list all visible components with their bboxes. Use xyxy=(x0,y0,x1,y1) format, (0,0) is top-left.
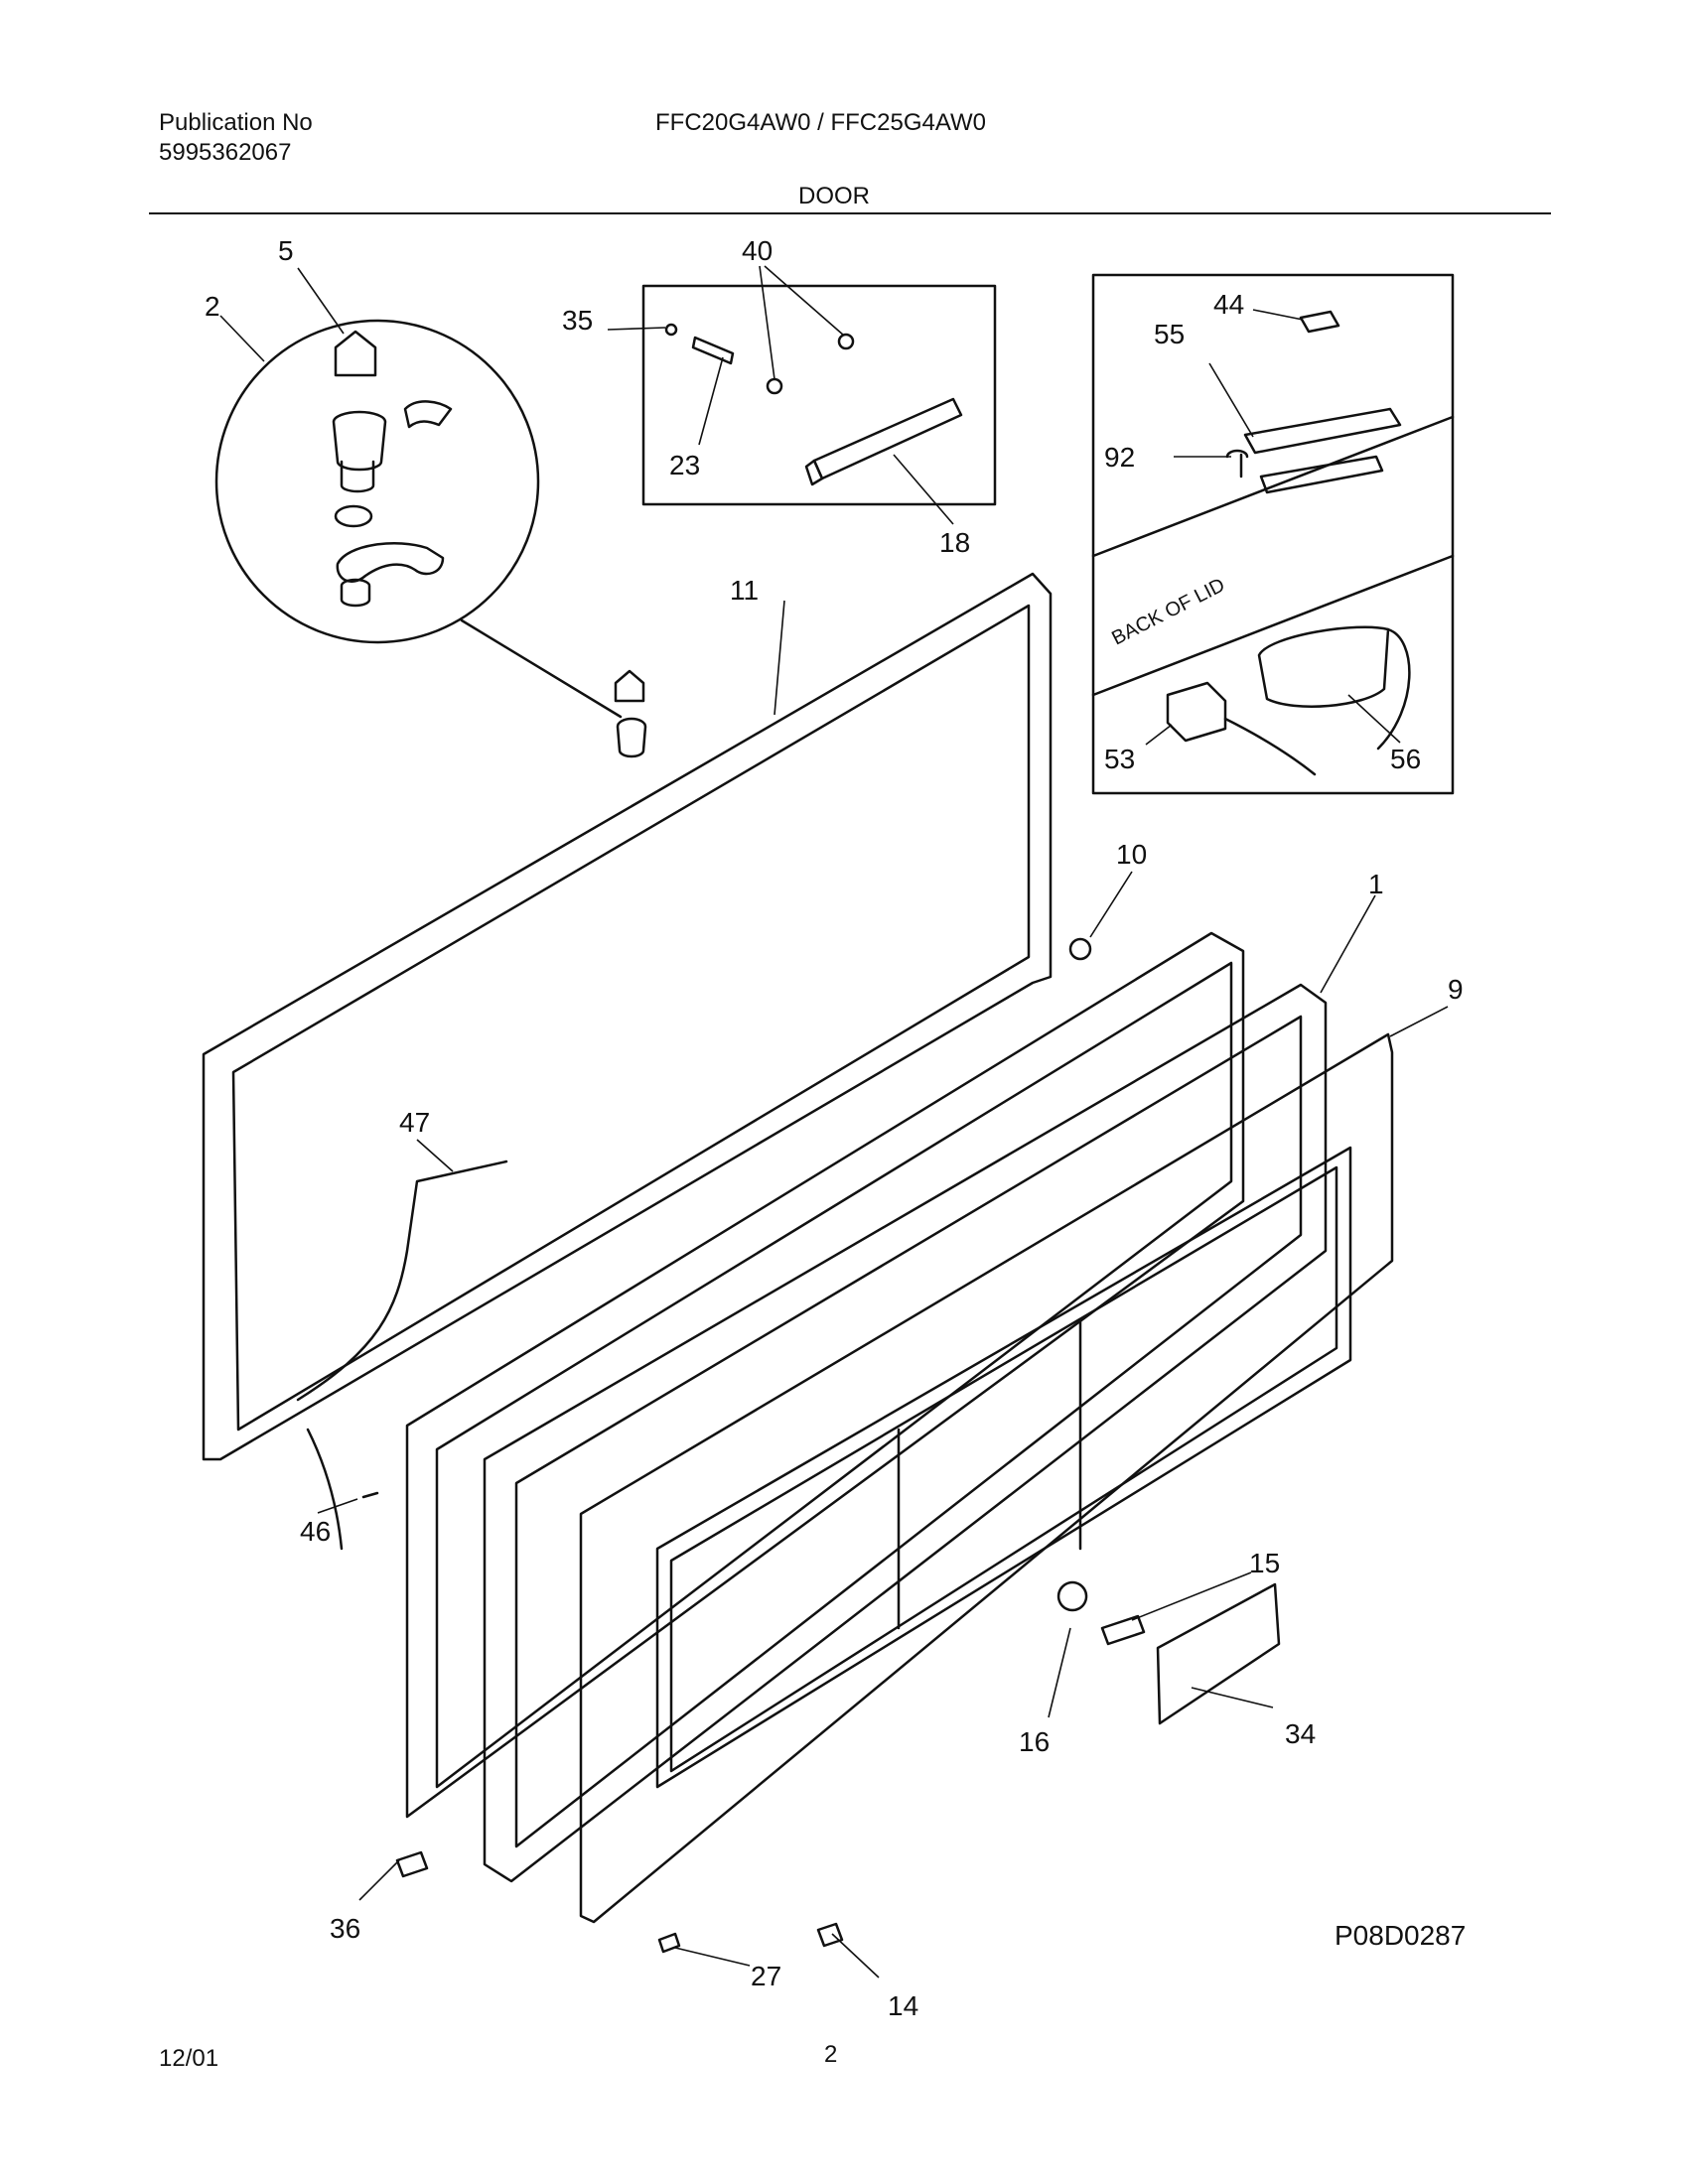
callout-27: 27 xyxy=(751,1961,781,1991)
callout-44: 44 xyxy=(1213,289,1244,320)
callout-40: 40 xyxy=(742,235,773,266)
callout-47: 47 xyxy=(399,1107,430,1138)
detail-link-line xyxy=(460,618,623,719)
callout-36: 36 xyxy=(330,1913,360,1944)
model-numbers: FFC20G4AW0 / FFC25G4AW0 xyxy=(655,109,986,136)
light-cover-34 xyxy=(1156,1582,1281,1725)
callout-11: 11 xyxy=(730,575,759,606)
callout-55: 55 xyxy=(1154,319,1185,349)
callout-53: 53 xyxy=(1104,744,1135,774)
inner-liner xyxy=(579,1032,1394,1924)
clip-36 xyxy=(395,1850,429,1878)
callout-numbers: 5 2 40 35 23 18 44 55 92 53 56 11 10 1 9… xyxy=(205,235,1464,2021)
callout-5: 5 xyxy=(278,235,294,266)
publication-label: Publication No xyxy=(159,109,313,136)
switch-16 xyxy=(1056,1580,1088,1612)
lock-key xyxy=(614,669,645,703)
leader-lines xyxy=(219,265,1449,1979)
door-panel xyxy=(405,931,1245,1819)
hinge-bumper xyxy=(1068,937,1092,961)
section-title: DOOR xyxy=(798,183,870,209)
lock-detail-circle xyxy=(214,319,540,644)
callout-18: 18 xyxy=(939,527,970,558)
callout-35: 35 xyxy=(562,305,593,336)
handle-inset xyxy=(641,284,997,506)
latch-14 xyxy=(816,1922,844,1948)
screw xyxy=(361,1491,379,1499)
callout-9: 9 xyxy=(1448,974,1464,1005)
wire-harness xyxy=(296,1160,508,1402)
door-outer-frame xyxy=(202,572,1053,1461)
callout-92: 92 xyxy=(1104,442,1135,473)
light-inset xyxy=(1091,273,1455,795)
callout-14: 14 xyxy=(888,1990,918,2021)
callout-23: 23 xyxy=(669,450,700,480)
drawing-id: P08D0287 xyxy=(1335,1920,1467,1951)
footer-date: 12/01 xyxy=(159,2045,219,2072)
page-number: 2 xyxy=(824,2041,838,2068)
callout-16: 16 xyxy=(1019,1726,1050,1757)
callout-34: 34 xyxy=(1285,1718,1316,1749)
lock-cylinder xyxy=(616,717,647,758)
lamp-15 xyxy=(1100,1614,1146,1646)
callout-2: 2 xyxy=(205,291,220,322)
wire-lead xyxy=(306,1428,344,1551)
callout-1: 1 xyxy=(1368,869,1384,899)
callout-46: 46 xyxy=(300,1516,331,1547)
publication-number: 5995362067 xyxy=(159,139,292,166)
plug-27 xyxy=(657,1932,681,1954)
callout-56: 56 xyxy=(1390,744,1421,774)
callout-15: 15 xyxy=(1249,1548,1280,1578)
callout-10: 10 xyxy=(1116,839,1147,870)
back-of-lid-label: BACK OF LID xyxy=(1108,574,1228,649)
door-gasket xyxy=(483,983,1328,1883)
header-rule xyxy=(149,212,1551,214)
